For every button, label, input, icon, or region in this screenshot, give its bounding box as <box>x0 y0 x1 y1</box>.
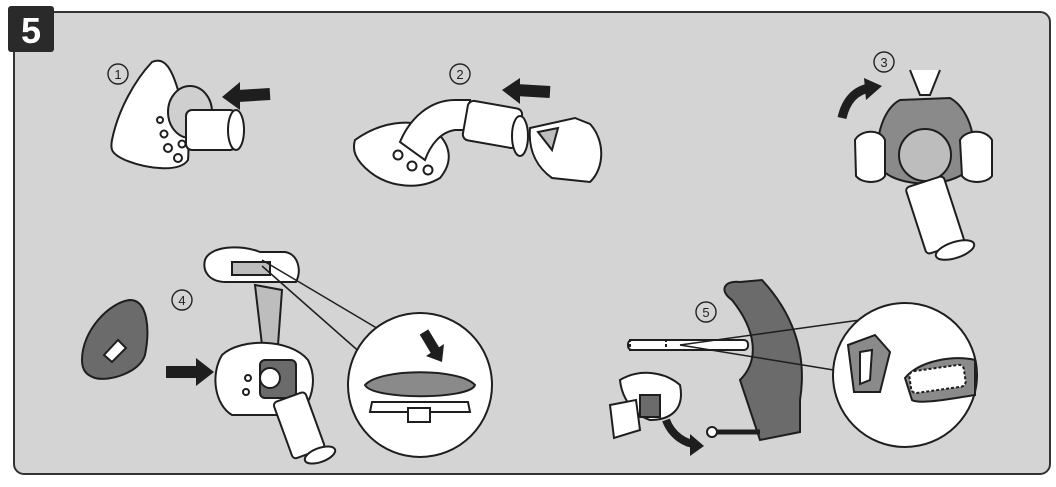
arrow-head-2 <box>502 78 520 104</box>
step-number: 5 <box>21 10 41 51</box>
substep-label-1: 1 <box>107 63 129 85</box>
arrow-down-head-4 <box>426 344 444 362</box>
figure-5-zoom-detail <box>832 302 978 448</box>
arrow-left-2 <box>515 84 551 98</box>
figure-4-mask-assembly <box>203 246 337 465</box>
substep-label-5: 5 <box>695 301 717 323</box>
zoom-line-5a <box>679 319 861 346</box>
figure-2-swivel-connect <box>352 99 603 187</box>
substep-label-1-text: 1 <box>114 67 121 82</box>
curved-arrow-head-5 <box>690 434 704 456</box>
substep-label-5-text: 5 <box>702 305 709 320</box>
substep-label-2-text: 2 <box>456 67 463 82</box>
substep-label-4: 4 <box>171 289 193 311</box>
arrow-left-1 <box>237 88 271 102</box>
figure-5-headgear <box>608 278 803 442</box>
zoom-line-5b <box>679 344 847 373</box>
arrow-head-4 <box>196 358 214 386</box>
step-number-badge-bg <box>8 6 54 52</box>
figure-4-cushion-separate <box>80 298 149 380</box>
curved-arrow-head-3 <box>864 78 882 100</box>
substep-label-4-text: 4 <box>178 293 185 308</box>
arrow-down-4 <box>419 329 441 355</box>
figure-4-zoom-detail <box>347 312 493 458</box>
substep-label-3-text: 3 <box>880 55 887 70</box>
zoom-line-4a <box>261 259 381 331</box>
figure-3-frame-attach <box>853 69 993 261</box>
figure-1-elbow-insert <box>110 59 245 170</box>
arrow-head-1 <box>222 82 240 110</box>
substep-label-3: 3 <box>873 51 895 73</box>
substep-label-2: 2 <box>449 63 471 85</box>
